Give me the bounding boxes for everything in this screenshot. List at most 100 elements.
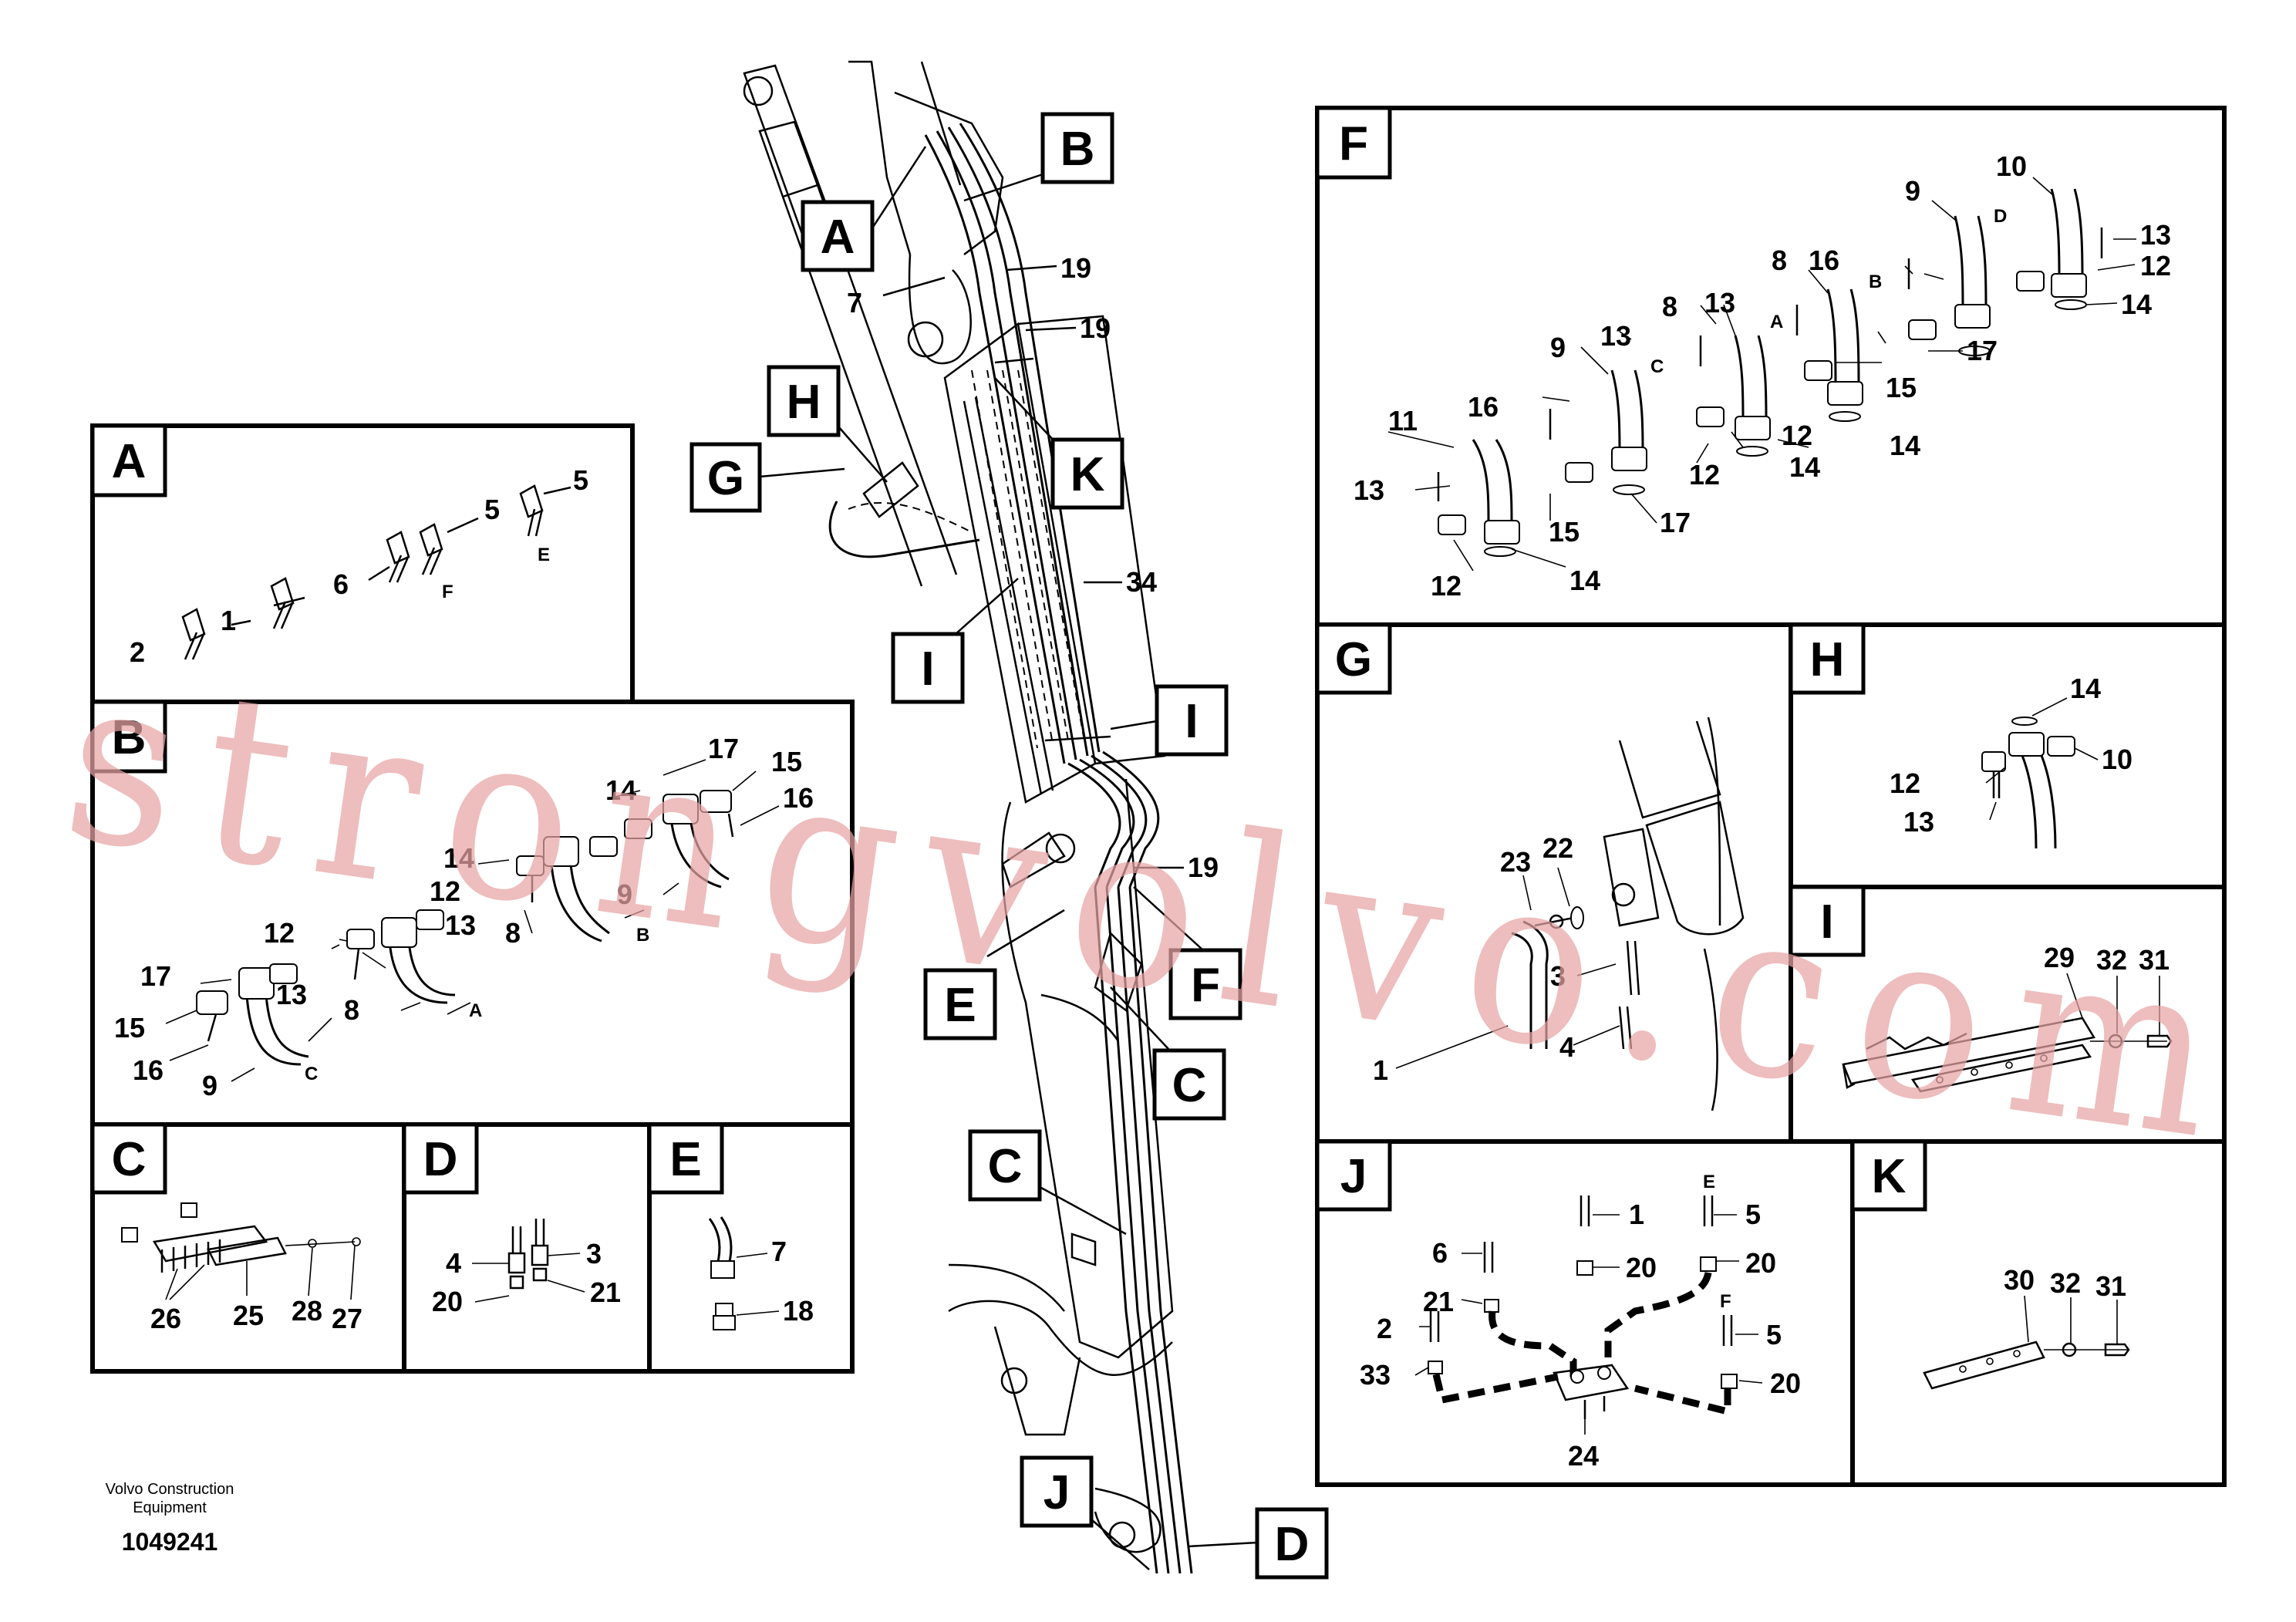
panel-b: B 17 15 16 14 14 12 13 9 8 12 17 13 8 1 bbox=[90, 700, 855, 1127]
panel-f-label-4: 12 bbox=[2140, 250, 2171, 282]
callout-tag-b bbox=[1040, 112, 1114, 184]
panel-k: K 30 32 31 bbox=[1850, 1139, 2227, 1487]
panel-j-label-4: 20 bbox=[1626, 1252, 1657, 1283]
panel-f-label-18: 16 bbox=[1468, 391, 1499, 423]
panel-a-label-1: 5 bbox=[573, 464, 588, 496]
callout-tag-b-text: B bbox=[1060, 123, 1095, 176]
panel-f-label-22: 13 bbox=[1354, 474, 1384, 506]
panel-a-title: A bbox=[112, 435, 147, 488]
panel-e: E 7 18 bbox=[647, 1122, 855, 1374]
panel-f-letter-1: D bbox=[1994, 206, 2007, 227]
callout-tag-h-text: H bbox=[787, 376, 821, 429]
panel-h-label-1: 14 bbox=[2070, 673, 2101, 704]
callout-number-19-3: 19 bbox=[1188, 851, 1219, 883]
panel-f-label-24: 14 bbox=[1569, 565, 1600, 596]
panel-f: F 10 9 13 12 14 8 16 13 17 8 bbox=[1315, 106, 2227, 627]
panel-e-title: E bbox=[669, 1133, 701, 1186]
panel-j-letter-2: F bbox=[1720, 1291, 1731, 1312]
panel-b-label-15: 16 bbox=[133, 1054, 164, 1086]
panel-j-letter-1: E bbox=[1703, 1172, 1715, 1192]
panel-h-label-2: 12 bbox=[1890, 767, 1920, 799]
panel-b-label-1: 17 bbox=[708, 733, 739, 764]
panel-b-label-8: 9 bbox=[617, 878, 632, 910]
footer: Volvo Construction Equipment 1049241 bbox=[106, 1481, 234, 1556]
panel-d-title: D bbox=[423, 1133, 458, 1186]
callout-tag-a bbox=[801, 200, 875, 272]
panel-g: G 23 22 3 1 4 bbox=[1315, 622, 1793, 1144]
panel-h-label-4: 13 bbox=[1903, 806, 1934, 838]
panel-d: D 4 3 20 21 bbox=[402, 1122, 652, 1374]
panel-b-label-14: 15 bbox=[114, 1012, 145, 1044]
panel-k-label-1: 30 bbox=[2004, 1264, 2035, 1296]
callout-tag-j bbox=[1020, 1455, 1094, 1528]
panel-f-label-7: 16 bbox=[1809, 244, 1839, 276]
panel-b-label-12: 13 bbox=[276, 979, 307, 1010]
panel-j-label-2: 5 bbox=[1745, 1199, 1761, 1230]
panel-g-title: G bbox=[1335, 633, 1372, 686]
panel-f-label-14: 14 bbox=[1890, 430, 1920, 461]
panel-b-letter-1: B bbox=[636, 925, 649, 946]
callout-tag-i-2 bbox=[1155, 684, 1229, 757]
panel-f-label-12: 9 bbox=[1550, 332, 1566, 363]
panel-d-label-1: 4 bbox=[446, 1247, 461, 1279]
panel-b-label-9: 8 bbox=[505, 917, 521, 949]
drawing-number: 1049241 bbox=[122, 1528, 218, 1556]
callout-tag-i-1 bbox=[891, 632, 965, 704]
callout-number-7: 7 bbox=[847, 287, 862, 319]
panel-f-label-3: 13 bbox=[2140, 219, 2171, 251]
callout-tag-f bbox=[1168, 948, 1242, 1020]
callout-tag-k-text: K bbox=[1070, 448, 1105, 501]
callout-tag-e-text: E bbox=[944, 979, 976, 1032]
callout-tag-i-2-text: I bbox=[1185, 695, 1198, 748]
panel-j-label-11: 24 bbox=[1568, 1440, 1599, 1472]
panel-f-label-13: 12 bbox=[1782, 420, 1812, 451]
panel-j-label-7: 2 bbox=[1377, 1313, 1392, 1344]
panel-g-label-4: 1 bbox=[1373, 1054, 1388, 1086]
callout-tag-d bbox=[1255, 1507, 1329, 1580]
callout-number-34: 34 bbox=[1126, 566, 1157, 598]
main-callouts: A B G H K I I E F C C J bbox=[689, 112, 1329, 1580]
callout-tag-c-1-text: C bbox=[1172, 1059, 1207, 1112]
callout-tag-d-text: D bbox=[1275, 1518, 1310, 1571]
panel-f-label-2: 9 bbox=[1905, 175, 1920, 207]
callout-number-19-1: 19 bbox=[1060, 252, 1091, 284]
panel-a-letter-2: E bbox=[538, 545, 550, 565]
panel-f-label-23: 12 bbox=[1431, 570, 1462, 602]
panel-e-label-1: 7 bbox=[771, 1236, 787, 1267]
panel-b-label-13: 8 bbox=[344, 994, 359, 1026]
callout-tag-a-text: A bbox=[821, 211, 855, 264]
panel-j-label-5: 20 bbox=[1745, 1247, 1776, 1279]
panel-j-label-1: 1 bbox=[1629, 1199, 1644, 1230]
panel-a-label-4: 1 bbox=[221, 605, 236, 636]
panel-f-label-15: 15 bbox=[1886, 372, 1917, 403]
panel-b-title: B bbox=[112, 711, 147, 764]
callout-tag-c-2 bbox=[968, 1129, 1042, 1202]
panel-c: C 26 25 28 27 bbox=[90, 1122, 406, 1374]
panel-b-label-10: 12 bbox=[264, 917, 295, 949]
panel-b-label-4: 14 bbox=[605, 774, 636, 806]
panel-b-label-16: 9 bbox=[202, 1070, 217, 1101]
panel-c-title: C bbox=[112, 1133, 147, 1186]
panel-i-title: I bbox=[1820, 895, 1833, 949]
panel-d-label-4: 21 bbox=[590, 1276, 621, 1308]
panel-f-label-20: 15 bbox=[1549, 516, 1580, 548]
company-name-line1: Volvo Construction bbox=[106, 1481, 234, 1498]
panel-b-letter-3: C bbox=[305, 1064, 318, 1084]
panel-f-label-5: 14 bbox=[2121, 288, 2152, 320]
panel-f-label-21: 17 bbox=[1660, 507, 1691, 538]
panel-f-label-11: 13 bbox=[1600, 320, 1631, 352]
panel-j-label-9: 33 bbox=[1360, 1359, 1391, 1391]
panel-h-label-3: 10 bbox=[2102, 744, 2132, 775]
panel-k-title: K bbox=[1872, 1150, 1907, 1203]
callout-tag-h bbox=[767, 365, 841, 437]
panel-c-label-2: 25 bbox=[233, 1300, 264, 1331]
panel-b-label-5: 14 bbox=[443, 842, 474, 874]
panel-a-label-2: 5 bbox=[484, 494, 500, 525]
panel-j-title: J bbox=[1340, 1150, 1367, 1203]
panel-e-label-2: 18 bbox=[783, 1295, 814, 1327]
panel-i-label-1: 29 bbox=[2044, 942, 2075, 973]
panel-j-label-3: 6 bbox=[1432, 1237, 1448, 1269]
panel-d-label-2: 3 bbox=[586, 1238, 602, 1270]
panel-b-letter-2: A bbox=[469, 1000, 482, 1021]
